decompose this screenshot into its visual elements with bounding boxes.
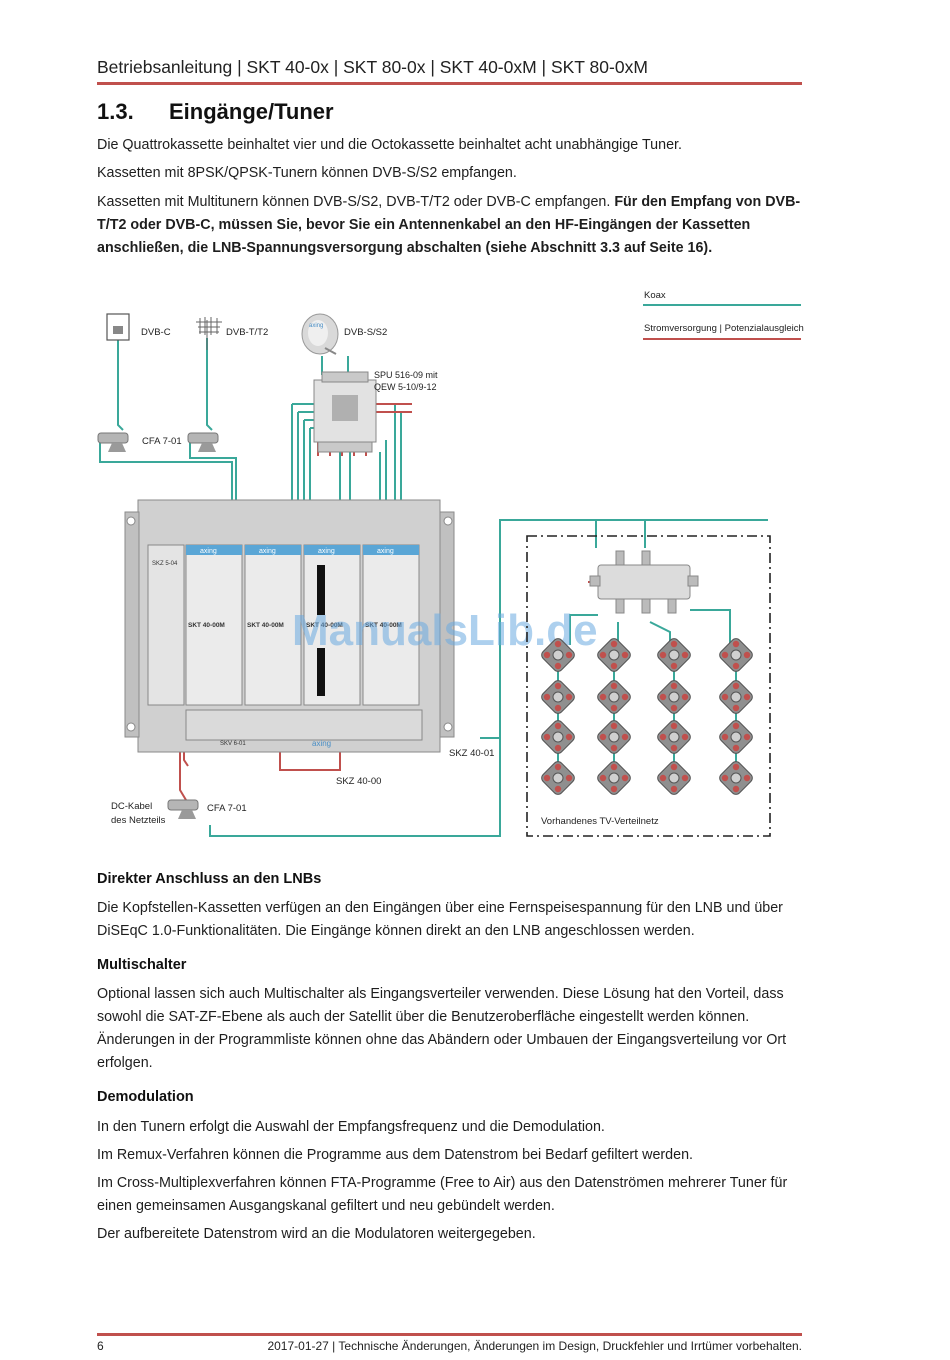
antenna-outlet-icon	[541, 720, 575, 754]
legend-koax-label: Koax	[644, 290, 666, 301]
antenna-outlet-icon	[657, 638, 691, 672]
splitter-icon	[589, 550, 699, 614]
section-heading: 1.3. Eingänge/Tuner	[97, 99, 334, 125]
label-dvbt: DVB-T/T2	[226, 327, 268, 338]
dish-brand: axing	[309, 323, 323, 329]
antenna-outlet-icon	[597, 680, 631, 714]
antenna-outlet-icon	[597, 720, 631, 754]
antenna-outlet-icon	[541, 638, 575, 672]
footer-rule	[97, 1333, 802, 1336]
label-skz-4000: SKZ 40-00	[336, 776, 381, 787]
multiswitch-spu-icon	[313, 371, 377, 453]
cfa-top-right-icon	[187, 432, 219, 452]
running-header: Betriebsanleitung | SKT 40-0x | SKT 80-0…	[97, 57, 648, 77]
multischalter-paragraph-line4: erfolgen.	[97, 1055, 153, 1071]
lnb-heading: Direkter Anschluss an den LNBs	[97, 871, 322, 887]
antenna-outlet-icon	[719, 761, 753, 795]
antenna-outlets	[541, 638, 753, 795]
footer-note: 2017-01-27 | Technische Änderungen, Ände…	[267, 1339, 802, 1353]
label-skz-4001: SKZ 40-01	[449, 748, 494, 759]
label-dc-line1: DC-Kabel	[111, 801, 152, 812]
wiring-diagram: Koax Stromversorgung | Potenzialausgleic…	[97, 290, 804, 837]
intro-paragraph-1: Die Quattrokassette beinhaltet vier und …	[97, 137, 682, 153]
skv-label: SKV 6-01	[220, 741, 246, 747]
lnb-paragraph-line2: DiSEqC 1.0-Funktionalitäten. Die Eingäng…	[97, 923, 695, 939]
multischalter-paragraph-line1: Optional lassen sich auch Multischalter …	[97, 986, 784, 1002]
antenna-outlet-icon	[597, 638, 631, 672]
demodulation-paragraph-1: In den Tunern erfolgt die Auswahl der Em…	[97, 1119, 605, 1135]
module-1-label: SKT 40-00M	[188, 622, 225, 629]
intro-paragraph-3-bold: Für den Empfang von DVB-T/T2 oder DVB-C,…	[97, 194, 801, 256]
rail-brand: axing	[312, 739, 331, 748]
label-dc-line2: des Netzteils	[111, 815, 166, 826]
antenna-outlet-icon	[657, 761, 691, 795]
antenna-outlet-icon	[719, 720, 753, 754]
psu-label: SKZ 5-04	[152, 561, 178, 567]
label-spu-line1: SPU 516-09 mit	[374, 370, 438, 380]
page-number: 6	[97, 1339, 104, 1353]
antenna-outlet-icon	[597, 761, 631, 795]
module-4-label: SKT 40-00M	[365, 622, 402, 629]
module-4-brand: axing	[377, 548, 394, 555]
legend-power-label: Stromversorgung | Potenzialausgleich	[644, 323, 804, 334]
label-network: Vorhandenes TV-Verteilnetz	[541, 816, 659, 827]
intro-paragraph-3-normal: Kassetten mit Multitunern können DVB-S/S…	[97, 194, 615, 210]
satellite-dish-icon: axing	[301, 313, 339, 355]
demodulation-paragraph-2: Im Remux-Verfahren können die Programme …	[97, 1147, 693, 1163]
module-3-label: SKT 40-00M	[306, 622, 343, 629]
section-title: Eingänge/Tuner	[169, 99, 334, 124]
header-rule	[97, 82, 802, 85]
legend: Koax Stromversorgung | Potenzialausgleic…	[643, 290, 804, 340]
multischalter-paragraph-line3: Änderungen in der Programmliste können o…	[97, 1032, 787, 1048]
antenna-outlet-icon	[719, 638, 753, 672]
cfa-bottom-icon	[167, 799, 199, 819]
demodulation-heading: Demodulation	[97, 1089, 194, 1105]
demodulation-paragraph-3-line2: einen gemeinsamen Ausgangskanal gefilter…	[97, 1198, 555, 1214]
module-2-label: SKT 40-00M	[247, 622, 284, 629]
antenna-outlet-icon	[541, 761, 575, 795]
antenna-outlet-icon	[657, 680, 691, 714]
demodulation-paragraph-3-line1: Im Cross-Multiplexverfahren können FTA-P…	[97, 1175, 788, 1191]
label-spu-line2: QEW 5-10/9-12	[374, 382, 437, 392]
demodulation-paragraph-4: Der aufbereitete Datenstrom wird an die …	[97, 1226, 536, 1242]
multischalter-heading: Multischalter	[97, 957, 187, 973]
label-dvbs: DVB-S/S2	[344, 327, 387, 338]
watermark: ManualsLib.de	[292, 606, 598, 655]
module-2-brand: axing	[259, 548, 276, 555]
module-3-brand: axing	[318, 548, 335, 555]
label-cfa-top: CFA 7-01	[142, 436, 182, 447]
antenna-outlet-icon	[719, 680, 753, 714]
tv-network-box	[526, 535, 771, 837]
headend-chassis: SKZ 5-04 axing axing axing axing SKT 40-…	[124, 499, 455, 753]
dvb-c-outlet-icon	[106, 313, 130, 341]
antenna-outlet-icon	[657, 720, 691, 754]
section-number: 1.3.	[97, 99, 134, 124]
antenna-outlet-icon	[541, 680, 575, 714]
label-dvbc: DVB-C	[141, 327, 171, 338]
multischalter-paragraph-line2: sowohl die SAT-ZF-Ebene als auch der Sat…	[97, 1009, 750, 1025]
intro-paragraph-3: Kassetten mit Multitunern können DVB-S/S…	[97, 191, 807, 260]
label-cfa-bottom: CFA 7-01	[207, 803, 247, 814]
intro-paragraph-2: Kassetten mit 8PSK/QPSK-Tunern können DV…	[97, 165, 517, 181]
cfa-top-left-icon	[97, 432, 129, 452]
module-1-brand: axing	[200, 548, 217, 555]
terrestrial-antenna-icon	[196, 317, 222, 350]
lnb-paragraph-line1: Die Kopfstellen-Kassetten verfügen an de…	[97, 900, 783, 916]
